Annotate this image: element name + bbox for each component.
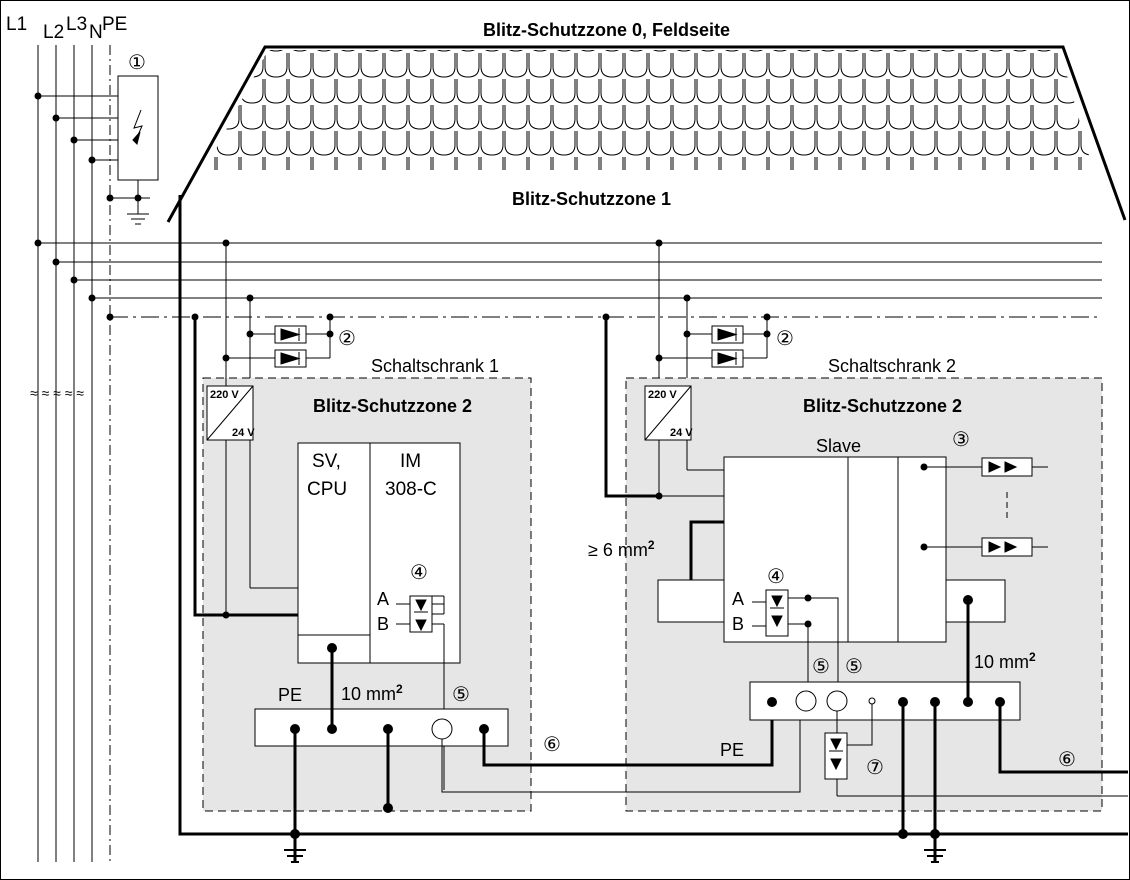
building: [166, 45, 1128, 836]
power-supply-right: [644, 385, 692, 441]
label-l3: L3: [66, 14, 87, 35]
svg-text:②: ②: [776, 328, 794, 350]
psu-left-out: 24 V: [232, 427, 255, 439]
svg-text:④: ④: [410, 562, 428, 584]
cross-section-right: 10 mm2: [974, 650, 1036, 672]
label-l2: L2: [43, 22, 64, 43]
svg-text:⑦: ⑦: [866, 757, 884, 779]
surge-arrester-2-left: [274, 325, 307, 368]
zone-2-left-title: Blitz-Schutzzone 2: [313, 396, 472, 416]
cabinet-2-label: Schaltschrank 2: [828, 356, 956, 376]
callout-markers: ① ② ② ③ ④ ④ ⑤ ⑤ ⑤ ⑥ ⑥ ⑦: [128, 52, 1076, 779]
cross-section-min: ≥ 6 mm2: [588, 538, 655, 560]
psu-right-out: 24 V: [670, 427, 693, 439]
label-n: N: [89, 22, 103, 43]
power-supply-left: [206, 385, 254, 441]
svg-text:③: ③: [952, 429, 970, 451]
pe-label-right: PE: [720, 740, 744, 760]
module-sv: SV,: [312, 451, 341, 472]
pe-label-left: PE: [278, 685, 302, 705]
svg-text:④: ④: [767, 566, 785, 588]
surge-arrester-1: [38, 75, 159, 225]
ground-left-icon: [284, 849, 306, 863]
label-pe: PE: [102, 14, 127, 35]
module-slave: Slave: [816, 436, 861, 456]
pe-bar-right: [749, 681, 1021, 721]
module-im: IM: [400, 451, 421, 472]
svg-text:⑥: ⑥: [1058, 749, 1076, 771]
surge-arrester-7: [824, 704, 1128, 797]
module-cpu: CPU: [307, 479, 347, 500]
svg-text:⑤: ⑤: [845, 656, 863, 678]
ground-right-icon: [924, 849, 946, 863]
psu-left-in: 220 V: [210, 389, 239, 401]
svg-text:⑥: ⑥: [543, 734, 561, 756]
supply-conductors: [37, 45, 111, 862]
svg-text:②: ②: [338, 328, 356, 350]
svg-text:①: ①: [128, 52, 146, 74]
zone-2-right-title: Blitz-Schutzzone 2: [803, 396, 962, 416]
cpu-im-module: [297, 442, 461, 790]
psu-right-in: 220 V: [648, 389, 677, 401]
svg-text:⑤: ⑤: [452, 684, 470, 706]
output-arresters: [924, 457, 1048, 557]
signal-b-right: B: [732, 614, 744, 634]
signal-a-right: A: [732, 589, 744, 609]
svg-text:⑤: ⑤: [812, 656, 830, 678]
signal-b-left: B: [377, 614, 389, 634]
cross-section-left: 10 mm2: [341, 682, 403, 704]
cabinet-1-label: Schaltschrank 1: [371, 356, 499, 376]
conductor-labels: L1 L2 L3 N PE: [6, 14, 127, 43]
label-l1: L1: [6, 14, 27, 35]
tilde-marks: ≈ ≈ ≈ ≈ ≈: [30, 385, 84, 401]
slave-module: [657, 456, 1006, 643]
zone-1-title: Blitz-Schutzzone 1: [512, 189, 671, 209]
signal-a-left: A: [377, 589, 389, 609]
surge-arrester-2-right: [711, 325, 744, 368]
module-im-type: 308-C: [385, 479, 437, 500]
zone-0-title: Blitz-Schutzzone 0, Feldseite: [483, 20, 730, 40]
